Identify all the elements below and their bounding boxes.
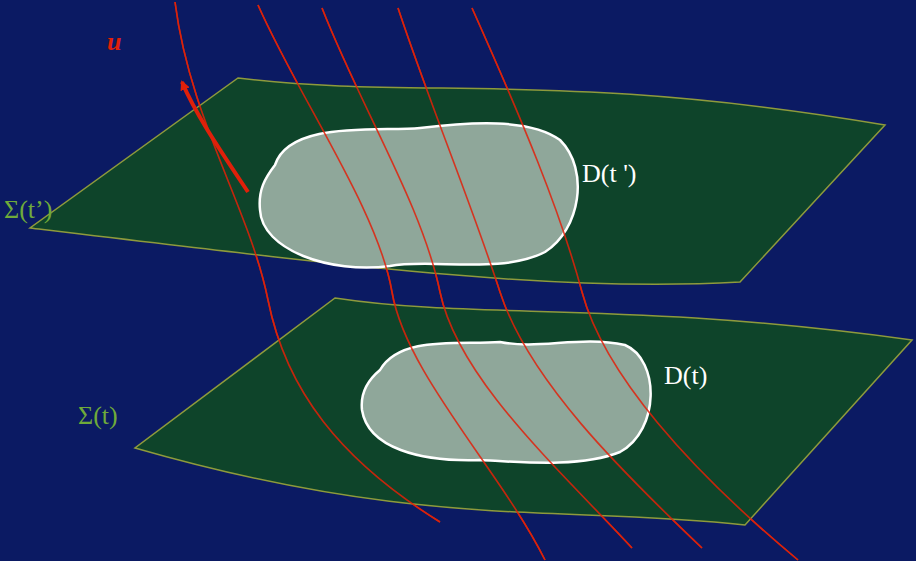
surface-label: Σ(t) [78,402,118,431]
velocity-arrow [182,82,248,192]
region-label: D(t) [664,362,707,391]
region-label: D(t ') [582,160,637,189]
hypersurface [30,78,885,284]
worldlines [175,2,798,560]
region [260,123,578,267]
vector-label: u [107,28,121,57]
hypersurface [135,298,912,525]
surface-label: Σ(t’) [4,196,52,225]
region [362,341,651,462]
